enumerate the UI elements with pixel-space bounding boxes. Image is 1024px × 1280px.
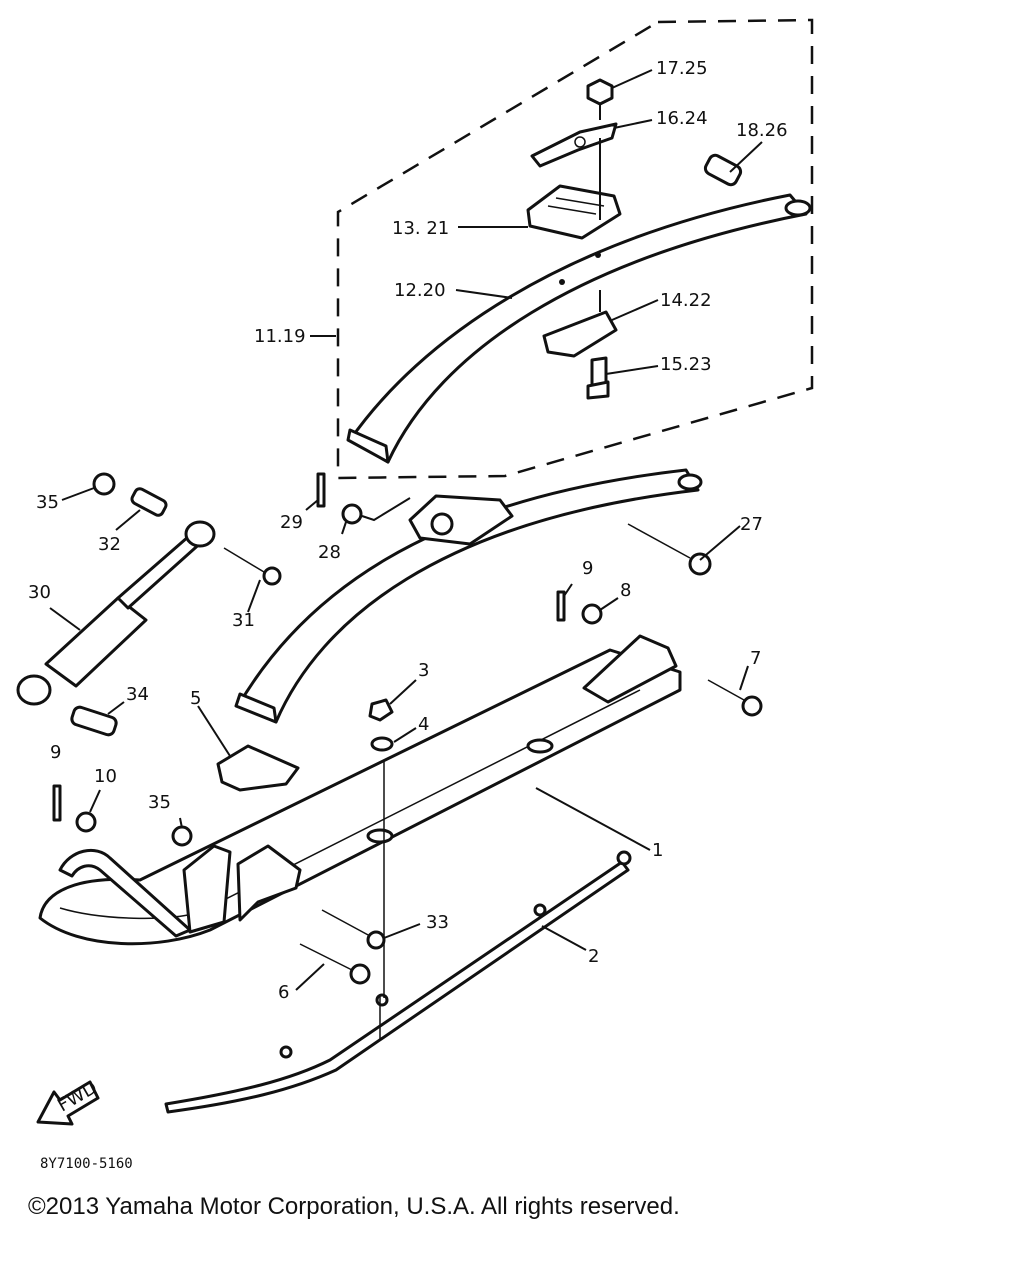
nut-3 bbox=[368, 698, 394, 722]
callout-5: 5 bbox=[190, 688, 201, 709]
spring-clip-upper bbox=[530, 122, 618, 168]
upper-leaf-spring bbox=[346, 193, 812, 464]
spring-seat-5 bbox=[216, 744, 300, 792]
ski-bracket-front bbox=[182, 844, 302, 934]
callout-8: 8 bbox=[620, 580, 631, 601]
callout-15-23: 15.23 bbox=[660, 354, 712, 375]
callout-31: 31 bbox=[232, 610, 255, 631]
bolt-33 bbox=[321, 909, 386, 950]
callout-33: 33 bbox=[426, 912, 449, 933]
pin-9-upper bbox=[556, 590, 566, 622]
callout-32: 32 bbox=[98, 534, 121, 555]
callout-3: 3 bbox=[418, 660, 429, 681]
callout-2: 2 bbox=[588, 946, 599, 967]
callout-9-upper: 9 bbox=[582, 558, 593, 579]
shock-absorber bbox=[16, 520, 216, 706]
bolt-lower bbox=[586, 356, 610, 400]
ski-runner bbox=[164, 850, 632, 1114]
nut-35-lower bbox=[171, 825, 193, 847]
callout-18-26: 18.26 bbox=[736, 120, 788, 141]
bolt-31 bbox=[223, 547, 282, 586]
callout-35-upper: 35 bbox=[36, 492, 59, 513]
spring-bracket-center bbox=[408, 494, 514, 546]
copyright-notice: ©2013 Yamaha Motor Corporation, U.S.A. A… bbox=[28, 1193, 680, 1220]
washer-4 bbox=[370, 736, 394, 752]
pin-9-lower bbox=[52, 784, 62, 822]
callout-17-25: 17.25 bbox=[656, 58, 708, 79]
leader-lines bbox=[49, 69, 763, 1040]
callout-9-lower: 9 bbox=[50, 742, 61, 763]
ski-bracket-rear bbox=[582, 634, 678, 704]
forward-arrow-icon: FWD bbox=[36, 1077, 101, 1126]
bolt-6 bbox=[299, 943, 371, 985]
callout-1: 1 bbox=[652, 840, 663, 861]
spring-seat-upper bbox=[526, 184, 622, 240]
callout-10: 10 bbox=[94, 766, 117, 787]
collar-upper bbox=[703, 153, 743, 187]
callout-28: 28 bbox=[318, 542, 341, 563]
callout-29: 29 bbox=[280, 512, 303, 533]
nut-8 bbox=[581, 603, 603, 625]
callout-30: 30 bbox=[28, 582, 51, 603]
callout-16-24: 16.24 bbox=[656, 108, 708, 129]
callout-4: 4 bbox=[418, 714, 429, 735]
callout-12-20: 12.20 bbox=[394, 280, 446, 301]
bolt-7 bbox=[707, 679, 763, 717]
bolt-27 bbox=[627, 523, 712, 576]
nut-upper bbox=[586, 78, 614, 106]
nut-35-upper bbox=[92, 472, 116, 496]
callout-6: 6 bbox=[278, 982, 289, 1003]
callout-11-19: 11.19 bbox=[254, 326, 306, 347]
pin-29 bbox=[316, 472, 326, 508]
callout-27: 27 bbox=[740, 514, 763, 535]
leaf-spring-assembly-boundary bbox=[336, 18, 814, 480]
spring-plate-lower bbox=[542, 310, 618, 358]
callout-34: 34 bbox=[126, 684, 149, 705]
drawing-code: 8Y7100-5160 bbox=[40, 1156, 133, 1172]
nut-10 bbox=[75, 811, 97, 833]
callout-13-21: 13. 21 bbox=[392, 218, 449, 239]
nut-28 bbox=[341, 503, 363, 525]
callout-labels: 17.25 16.24 18.26 13. 21 12.20 14.22 11.… bbox=[28, 58, 788, 1003]
callout-7: 7 bbox=[750, 648, 761, 669]
callout-14-22: 14.22 bbox=[660, 290, 712, 311]
collar-34 bbox=[70, 705, 118, 737]
collar-32 bbox=[130, 487, 168, 517]
callout-35-lower: 35 bbox=[148, 792, 171, 813]
